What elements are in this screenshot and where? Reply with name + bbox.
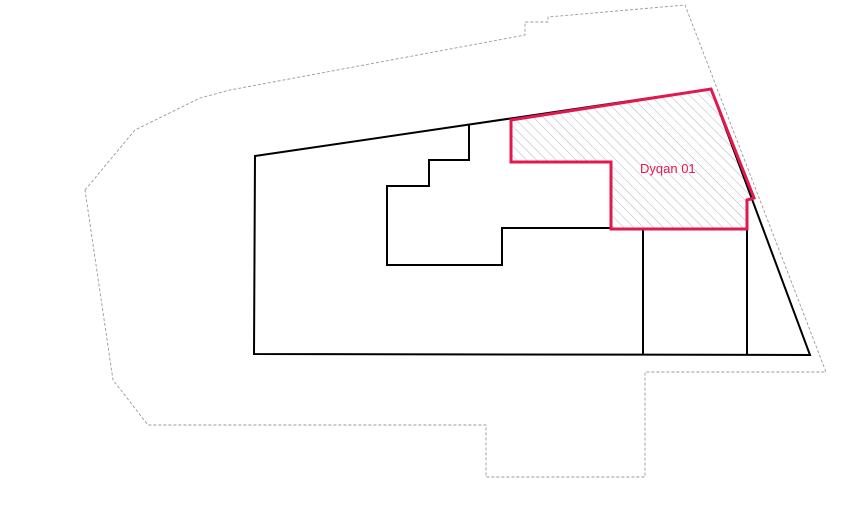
site-boundary bbox=[84, 4, 827, 478]
unit-dyqan-01-outline[interactable] bbox=[509, 87, 757, 231]
unit-dyqan-01-fill bbox=[511, 89, 754, 229]
stair-wall bbox=[386, 124, 611, 266]
unit-label: Dyqan 01 bbox=[640, 161, 696, 176]
